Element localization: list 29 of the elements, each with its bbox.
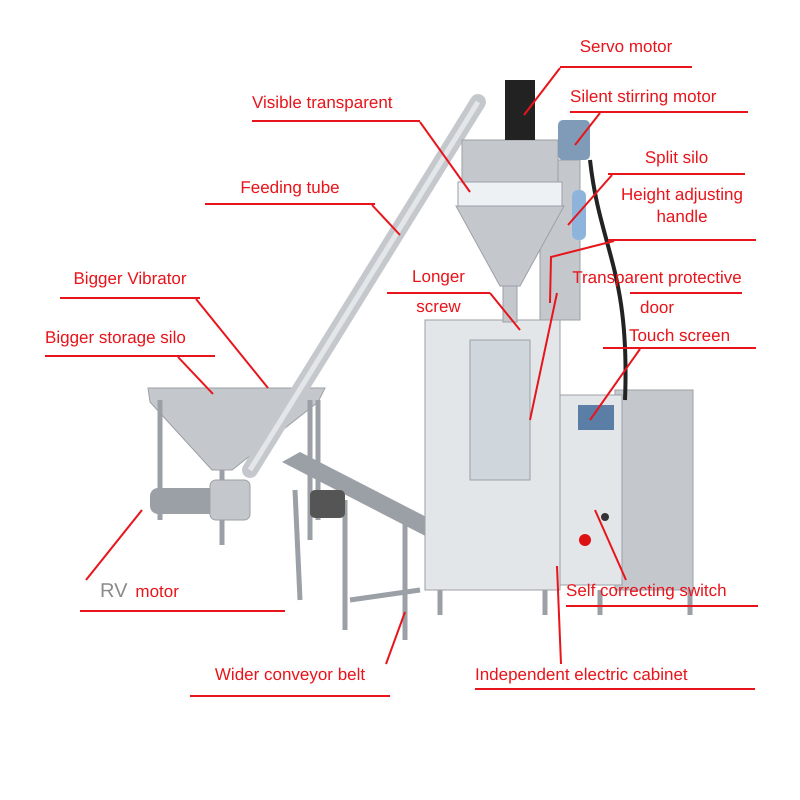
leader-line (556, 566, 562, 664)
callout-label: Longer screw (387, 262, 490, 322)
leader-line (529, 292, 558, 420)
callout-label: Silent stirring motor (570, 86, 748, 113)
leader-line (371, 204, 401, 236)
leader-line (523, 67, 561, 116)
leader-line (419, 121, 471, 193)
callout-label: Wider conveyor belt (190, 664, 390, 697)
leader-line (567, 174, 613, 226)
leader-line (385, 612, 406, 664)
leader-line (574, 112, 601, 146)
callout-label: Bigger Vibrator (60, 268, 200, 299)
leader-line (489, 292, 521, 331)
callout-label: Feeding tube (205, 177, 375, 205)
callout-label: Servo motor (560, 36, 692, 68)
leader-line (85, 509, 143, 581)
leader-line (177, 356, 214, 395)
leader-line (594, 510, 627, 580)
callout-label: Self correcting switch (566, 580, 758, 607)
callout-label: Bigger storage silo (45, 327, 215, 357)
callout-label: RV motor (80, 580, 285, 612)
callout-label: Visible transparent (252, 92, 420, 122)
callout-label: Height adjusting handle (608, 184, 756, 241)
leader-line (589, 348, 641, 421)
callout-label: Independent electric cabinet (475, 664, 755, 690)
leader-line (549, 240, 614, 304)
callout-label: Split silo (608, 147, 745, 175)
leader-line (195, 298, 269, 389)
callout-label: Touch screen (603, 325, 756, 349)
